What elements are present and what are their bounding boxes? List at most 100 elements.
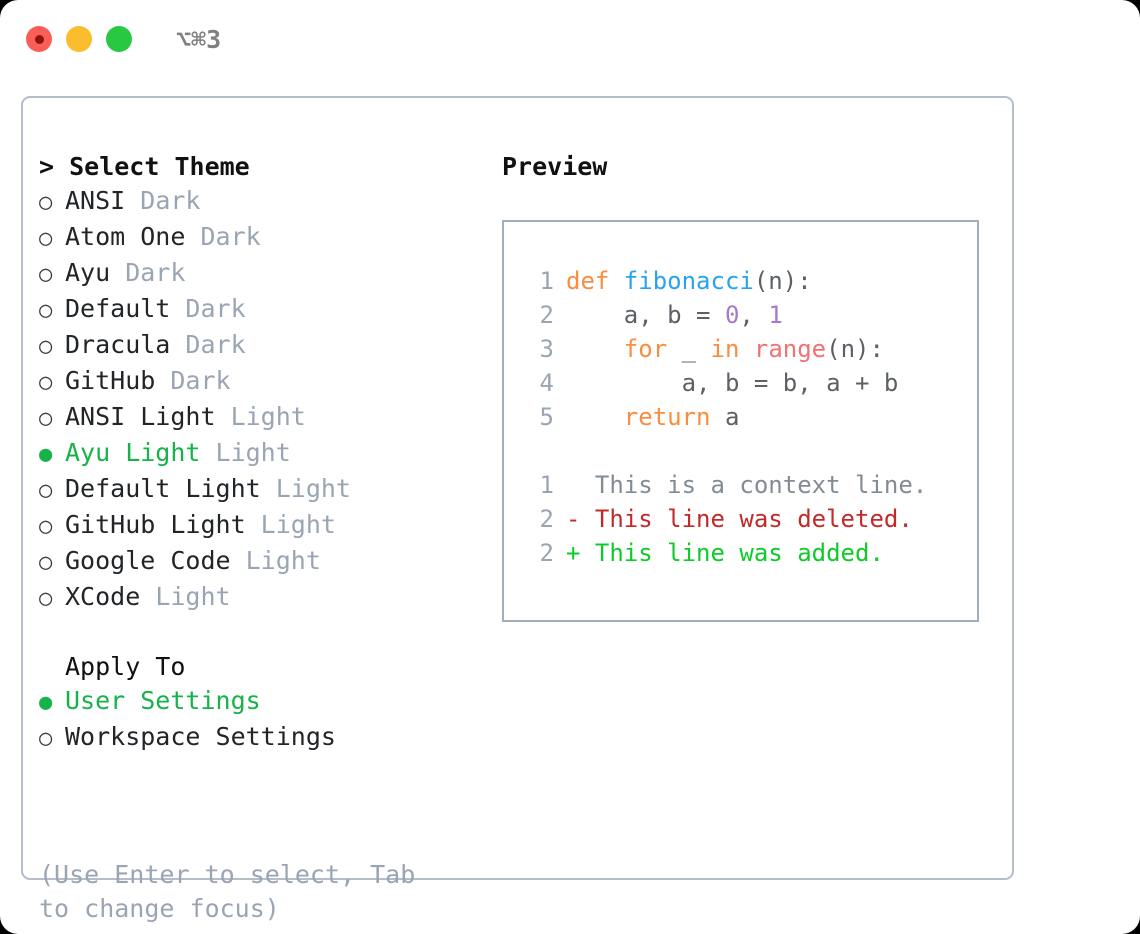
code-token-txt: (n): [753,267,812,295]
diff-sample: 1 This is a context line. 2- This line wa… [504,468,977,570]
theme-option-variant: Light [140,582,231,611]
code-token-txt: a, b = b, a + b [566,369,899,397]
keyboard-shortcut-label: ⌥⌘3 [176,24,222,54]
diff-sign [566,468,580,502]
code-token-txt [739,335,753,363]
theme-option-variant: Dark [155,366,231,395]
diff-line-text: This is a context line. [580,471,928,499]
code-line-number: 3 [539,335,554,363]
theme-option-ansi-light[interactable]: ○ ANSI Light Light [39,400,479,436]
traffic-lights [26,26,132,52]
main-panel: > Select Theme ○ANSI Dark○Atom One Dark○… [21,96,1014,923]
theme-option-xcode[interactable]: ○XCode Light [39,580,479,616]
radio-unselected-icon: ○ [39,514,53,539]
radio-unselected-icon: ○ [39,370,53,395]
theme-option-dracula[interactable]: ○Dracula Dark [39,328,479,364]
diff-line-add: 2 + This line was added. [504,536,977,570]
theme-option-label: GitHub [65,366,156,395]
theme-option-label: Ayu Light [65,438,201,467]
diff-line-ctx: 1 This is a context line. [504,468,977,502]
close-button-icon[interactable] [26,26,52,52]
theme-option-variant: Light [260,474,351,503]
title-bar: ⌥⌘3 [0,0,1140,78]
theme-option-label: ANSI Light [65,402,216,431]
code-line-number: 5 [539,403,554,431]
theme-option-label: Default [65,294,171,323]
theme-option-label: Ayu [65,258,111,287]
theme-option-variant: Light [215,402,306,431]
radio-unselected-icon: ○ [39,406,53,431]
radio-unselected-icon: ○ [39,190,53,215]
theme-option-variant: Dark [170,330,246,359]
code-token-txt: a [710,403,740,431]
code-token-txt: (n): [826,335,884,363]
diff-sign: + [566,539,581,567]
theme-option-ansi[interactable]: ○ ANSI Dark [39,184,479,220]
code-token-num: 1 [768,301,783,329]
code-token-kw: for [623,335,668,363]
theme-option-label: Dracula [65,330,171,359]
code-token-txt: _ [667,335,711,363]
theme-option-default-light[interactable]: ○Default Light Light [39,472,479,508]
theme-option-variant: Dark [125,186,201,215]
select-theme-header: > Select Theme [39,152,250,181]
theme-option-variant: Dark [110,258,186,287]
diff-line-number: 1 [539,471,554,499]
apply-to-option-list: ● User Settings ○Workspace Settings [39,684,479,756]
theme-option-list: ○ANSI Dark○Atom One Dark○Ayu Dark○Defaul… [39,184,479,616]
theme-option-variant: Light [245,510,336,539]
radio-selected-icon: ● [39,690,53,715]
code-token-fn: fibonacci [623,267,754,295]
code-token-kw: def [566,267,624,295]
code-token-txt: , [739,301,769,329]
code-token-txt: a, b = [566,301,725,329]
keyboard-hint-text: (Use Enter to select, Tab to change focu… [39,860,431,923]
code-token-kw: in [710,335,740,363]
diff-line-number: 2 [539,539,554,567]
theme-option-ayu-light[interactable]: ●Ayu Light Light [39,436,479,472]
radio-unselected-icon: ○ [39,298,53,323]
code-line-text: def fibonacci(n): [566,264,812,298]
code-diff-gap [504,434,977,468]
code-line-text: return a [566,400,740,434]
apply-to-option-user-settings[interactable]: ● User Settings [39,684,479,720]
theme-option-default[interactable]: ○ Default Dark [39,292,479,328]
diff-line-text: This line was deleted. [580,505,913,533]
diff-line-text: This line was added. [580,539,884,567]
radio-unselected-icon: ○ [39,262,53,287]
apply-to-option-workspace-settings[interactable]: ○Workspace Settings [39,720,479,756]
minimize-button-icon[interactable] [66,26,92,52]
code-token-txt [566,335,624,363]
radio-unselected-icon: ○ [39,478,53,503]
list-spacer [39,616,479,650]
theme-option-github[interactable]: ○ GitHub Dark [39,364,479,400]
theme-option-ayu[interactable]: ○ Ayu Dark [39,256,479,292]
theme-option-github-light[interactable]: ○ GitHub Light Light [39,508,479,544]
radio-unselected-icon: ○ [39,550,53,575]
code-token-num: 0 [724,301,740,329]
theme-option-variant: Dark [170,294,246,323]
code-line-text: for _ in range(n): [566,332,884,366]
diff-line-number: 2 [539,505,554,533]
apply-to-option-label: Workspace Settings [65,722,336,751]
code-line-number: 2 [539,301,554,329]
radio-selected-icon: ● [39,442,53,467]
zoom-button-icon[interactable] [106,26,132,52]
theme-option-label: XCode [65,582,141,611]
theme-option-label: ANSI [65,186,126,215]
apply-to-option-label: User Settings [65,686,261,715]
code-token-kw: return [623,403,711,431]
code-line: 4 a, b = b, a + b [504,366,977,400]
theme-option-label: GitHub Light [65,510,246,539]
diff-sign: - [566,505,581,533]
theme-option-label: Google Code [65,546,231,575]
theme-option-google-code[interactable]: ○Google Code Light [39,544,479,580]
theme-option-atom-one[interactable]: ○Atom One Dark [39,220,479,256]
close-dot-icon [34,34,44,44]
preview-title: Preview [502,152,608,181]
